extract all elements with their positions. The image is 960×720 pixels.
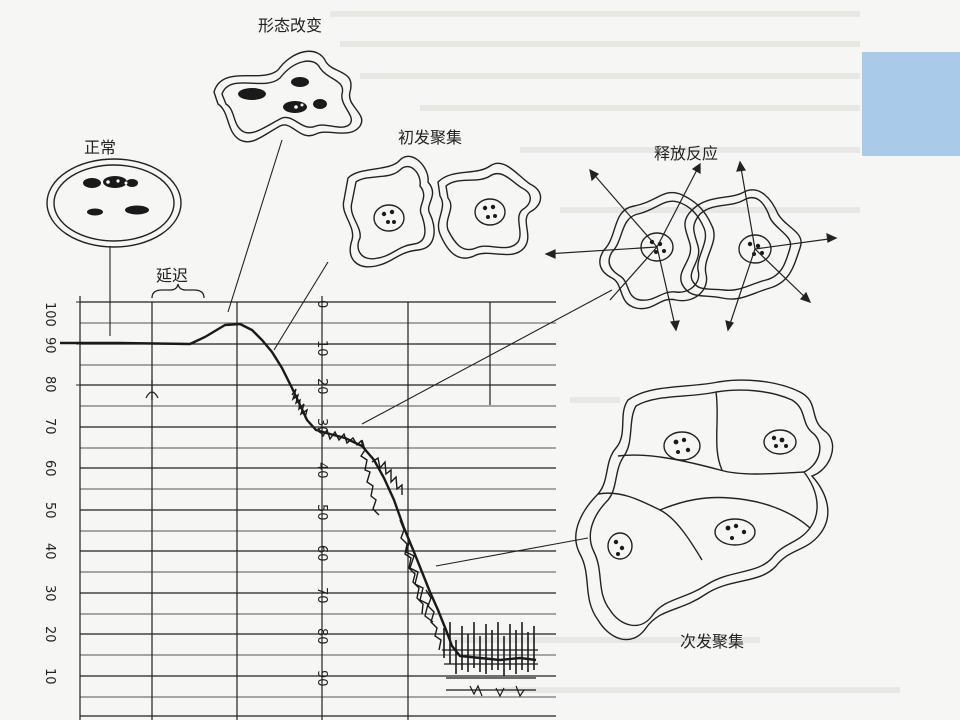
right-scale-label: 40 — [314, 462, 329, 479]
start-marker — [145, 380, 159, 400]
leader-lines — [109, 139, 613, 567]
primary-aggregation-drawing — [342, 155, 542, 268]
leader-primary-aggregation — [273, 261, 329, 351]
left-scale-label: 10 — [42, 668, 57, 685]
background-text-lines — [330, 11, 900, 693]
left-scale-label: 80 — [42, 376, 57, 393]
right-scale-label: 70 — [314, 587, 329, 604]
accent-corner-box — [862, 52, 960, 156]
trace-baseline — [60, 322, 537, 662]
label-shape-change: 形态改变 — [258, 16, 323, 35]
leader-secondary-aggregation — [435, 537, 589, 567]
shape-change-platelet-drawing — [213, 50, 363, 143]
secondary-aggregation-drawing — [575, 379, 834, 641]
delay-brace — [151, 283, 205, 299]
left-scale-label: 100 — [42, 302, 57, 327]
left-scale-label: 40 — [42, 543, 57, 560]
right-scale-label: 20 — [314, 378, 329, 395]
label-delay: 延迟 — [156, 266, 189, 285]
aggregation-trace — [60, 322, 538, 698]
right-scale-label: 60 — [314, 545, 329, 562]
left-scale-label: 50 — [42, 502, 57, 519]
right-scale-label: 10 — [314, 340, 329, 357]
right-scale-label: 50 — [314, 504, 329, 521]
leader-shape-change — [227, 139, 283, 313]
left-scale-label: 90 — [42, 337, 57, 354]
normal-platelet-drawing — [46, 158, 182, 248]
left-scale-label: 20 — [42, 626, 57, 643]
right-scale-label: 30 — [314, 418, 329, 435]
plateau-noise — [442, 622, 538, 698]
leader-release-reaction — [361, 289, 613, 425]
left-scale-label: 30 — [42, 585, 57, 602]
label-secondary-aggregation: 次发聚集 — [680, 632, 745, 651]
left-scale-label: 70 — [42, 418, 57, 435]
right-scale-label: 0 — [314, 300, 329, 309]
right-scale-label: 90 — [314, 670, 329, 687]
label-primary-aggregation: 初发聚集 — [398, 128, 463, 147]
label-release-reaction: 释放反应 — [654, 144, 719, 163]
left-scale-label: 60 — [42, 460, 57, 477]
right-scale-label: 80 — [314, 628, 329, 645]
release-arrows — [544, 160, 838, 332]
label-normal: 正常 — [84, 138, 117, 157]
grid-vertical-lines — [79, 296, 491, 720]
